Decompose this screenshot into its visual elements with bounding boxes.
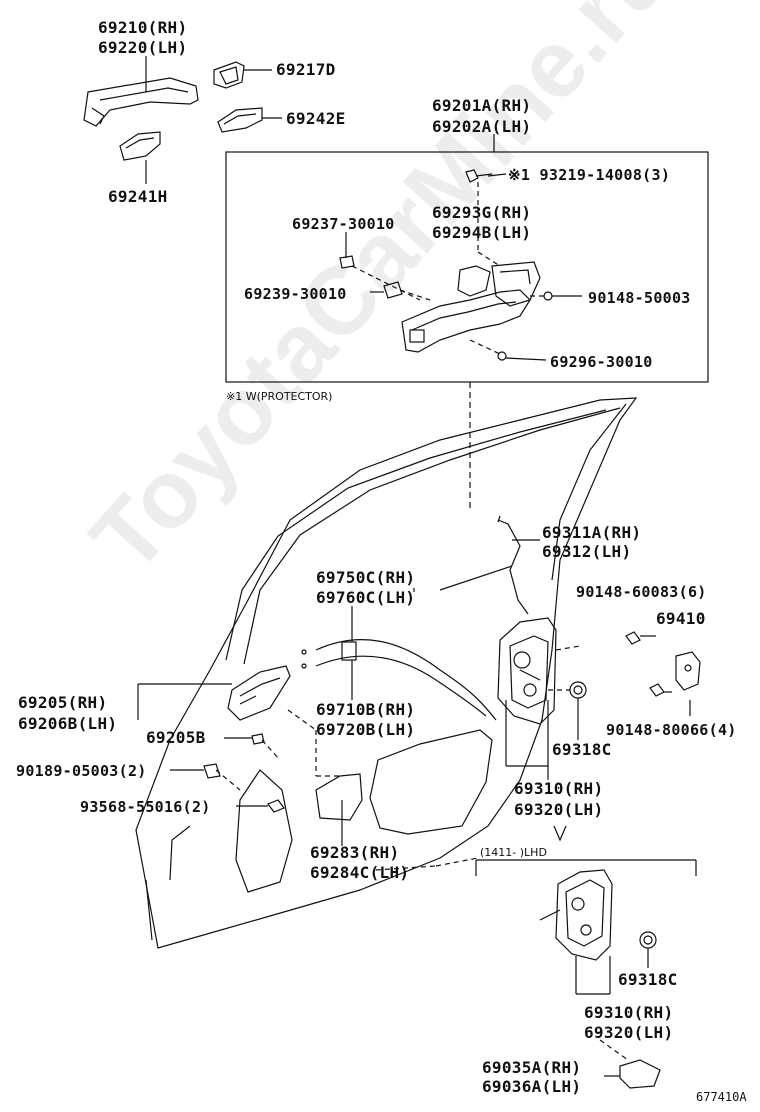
clip-90189 [203,763,221,779]
label-69205b: 69205B [146,728,206,747]
label-69237: 69237-30010 [292,215,395,233]
lock-seal-drawing [569,681,587,699]
figure-id: 677410A [696,1090,747,1104]
door-lock-drawing [497,617,557,725]
label-69760c: 69760C(LH) [316,588,416,607]
label-69296: 69296-30010 [550,353,653,371]
label-69220: 69220(LH) [98,38,188,57]
label-69036a: 69036A(LH) [482,1077,582,1096]
label-69710b: 69710B(RH) [316,700,416,719]
protector-note: ※1 W(PROTECTOR) [226,390,333,403]
label-90148-50003: 90148-50003 [588,289,691,307]
label-69310-b: 69310(RH) [584,1003,674,1022]
label-90148-80066: 90148-80066(4) [606,721,737,739]
label-69318c-a: 69318C [552,740,612,759]
label-69210: 69210(RH) [98,18,188,37]
door-panel-opening [369,729,493,835]
label-69242e: 69242E [286,109,346,128]
detail-box [225,151,709,383]
label-90189: 90189-05003(2) [16,762,147,780]
label-69284c: 69284C(LH) [310,863,410,882]
label-69318c-b: 69318C [618,970,678,989]
door-outline-drawing [135,397,638,949]
handle-pad-drawing [217,107,263,133]
label-69201a: 69201A(RH) [432,96,532,115]
label-90148-60083: 90148-60083(6) [576,583,707,601]
label-69241h: 69241H [108,187,168,206]
screw-93568 [267,799,285,813]
lhd-door-lock-drawing [539,869,613,961]
label-69311a: 69311A(RH) [542,523,642,542]
label-69205: 69205(RH) [18,693,108,712]
label-69206b: 69206B(LH) [18,714,118,733]
label-69217d: 69217D [276,60,336,79]
label-69312: 69312(LH) [542,542,632,561]
label-69293g: 69293G(RH) [432,203,532,222]
label-69035a: 69035A(RH) [482,1058,582,1077]
handle-cap-drawing [213,61,245,89]
label-93219: ※1 93219-14008(3) [508,166,671,184]
label-69410: 69410 [656,609,706,628]
label-69720b: 69720B(LH) [316,720,416,739]
label-69294b: 69294B(LH) [432,223,532,242]
label-69320-a: 69320(LH) [514,800,604,819]
inside-handle-drawing [227,665,291,721]
cable-drawing [301,639,497,721]
speaker-opening [235,769,293,893]
label-69202a: 69202A(LH) [432,117,532,136]
grommet-drawing [383,281,403,299]
screw-69205b [251,733,265,745]
handle-frame-drawing [401,261,541,353]
handle-cover-drawing [315,773,363,821]
striker-drawing [675,651,701,691]
label-69310-a: 69310(RH) [514,779,604,798]
lhd-lock-seal-drawing [639,931,657,949]
label-93568: 93568-55016(2) [80,798,211,816]
label-69750c: 69750C(RH) [316,568,416,587]
lhd-range-note: (1411- )LHD [480,846,547,859]
label-69239: 69239-30010 [244,285,347,303]
outside-handle-drawing [83,77,199,127]
label-69320-b: 69320(LH) [584,1023,674,1042]
label-69283: 69283(RH) [310,843,400,862]
lock-cover-drawing [619,1059,661,1089]
handle-gasket-drawing [119,131,161,161]
clip-drawing [339,255,355,269]
link-rod-drawing [497,519,529,615]
